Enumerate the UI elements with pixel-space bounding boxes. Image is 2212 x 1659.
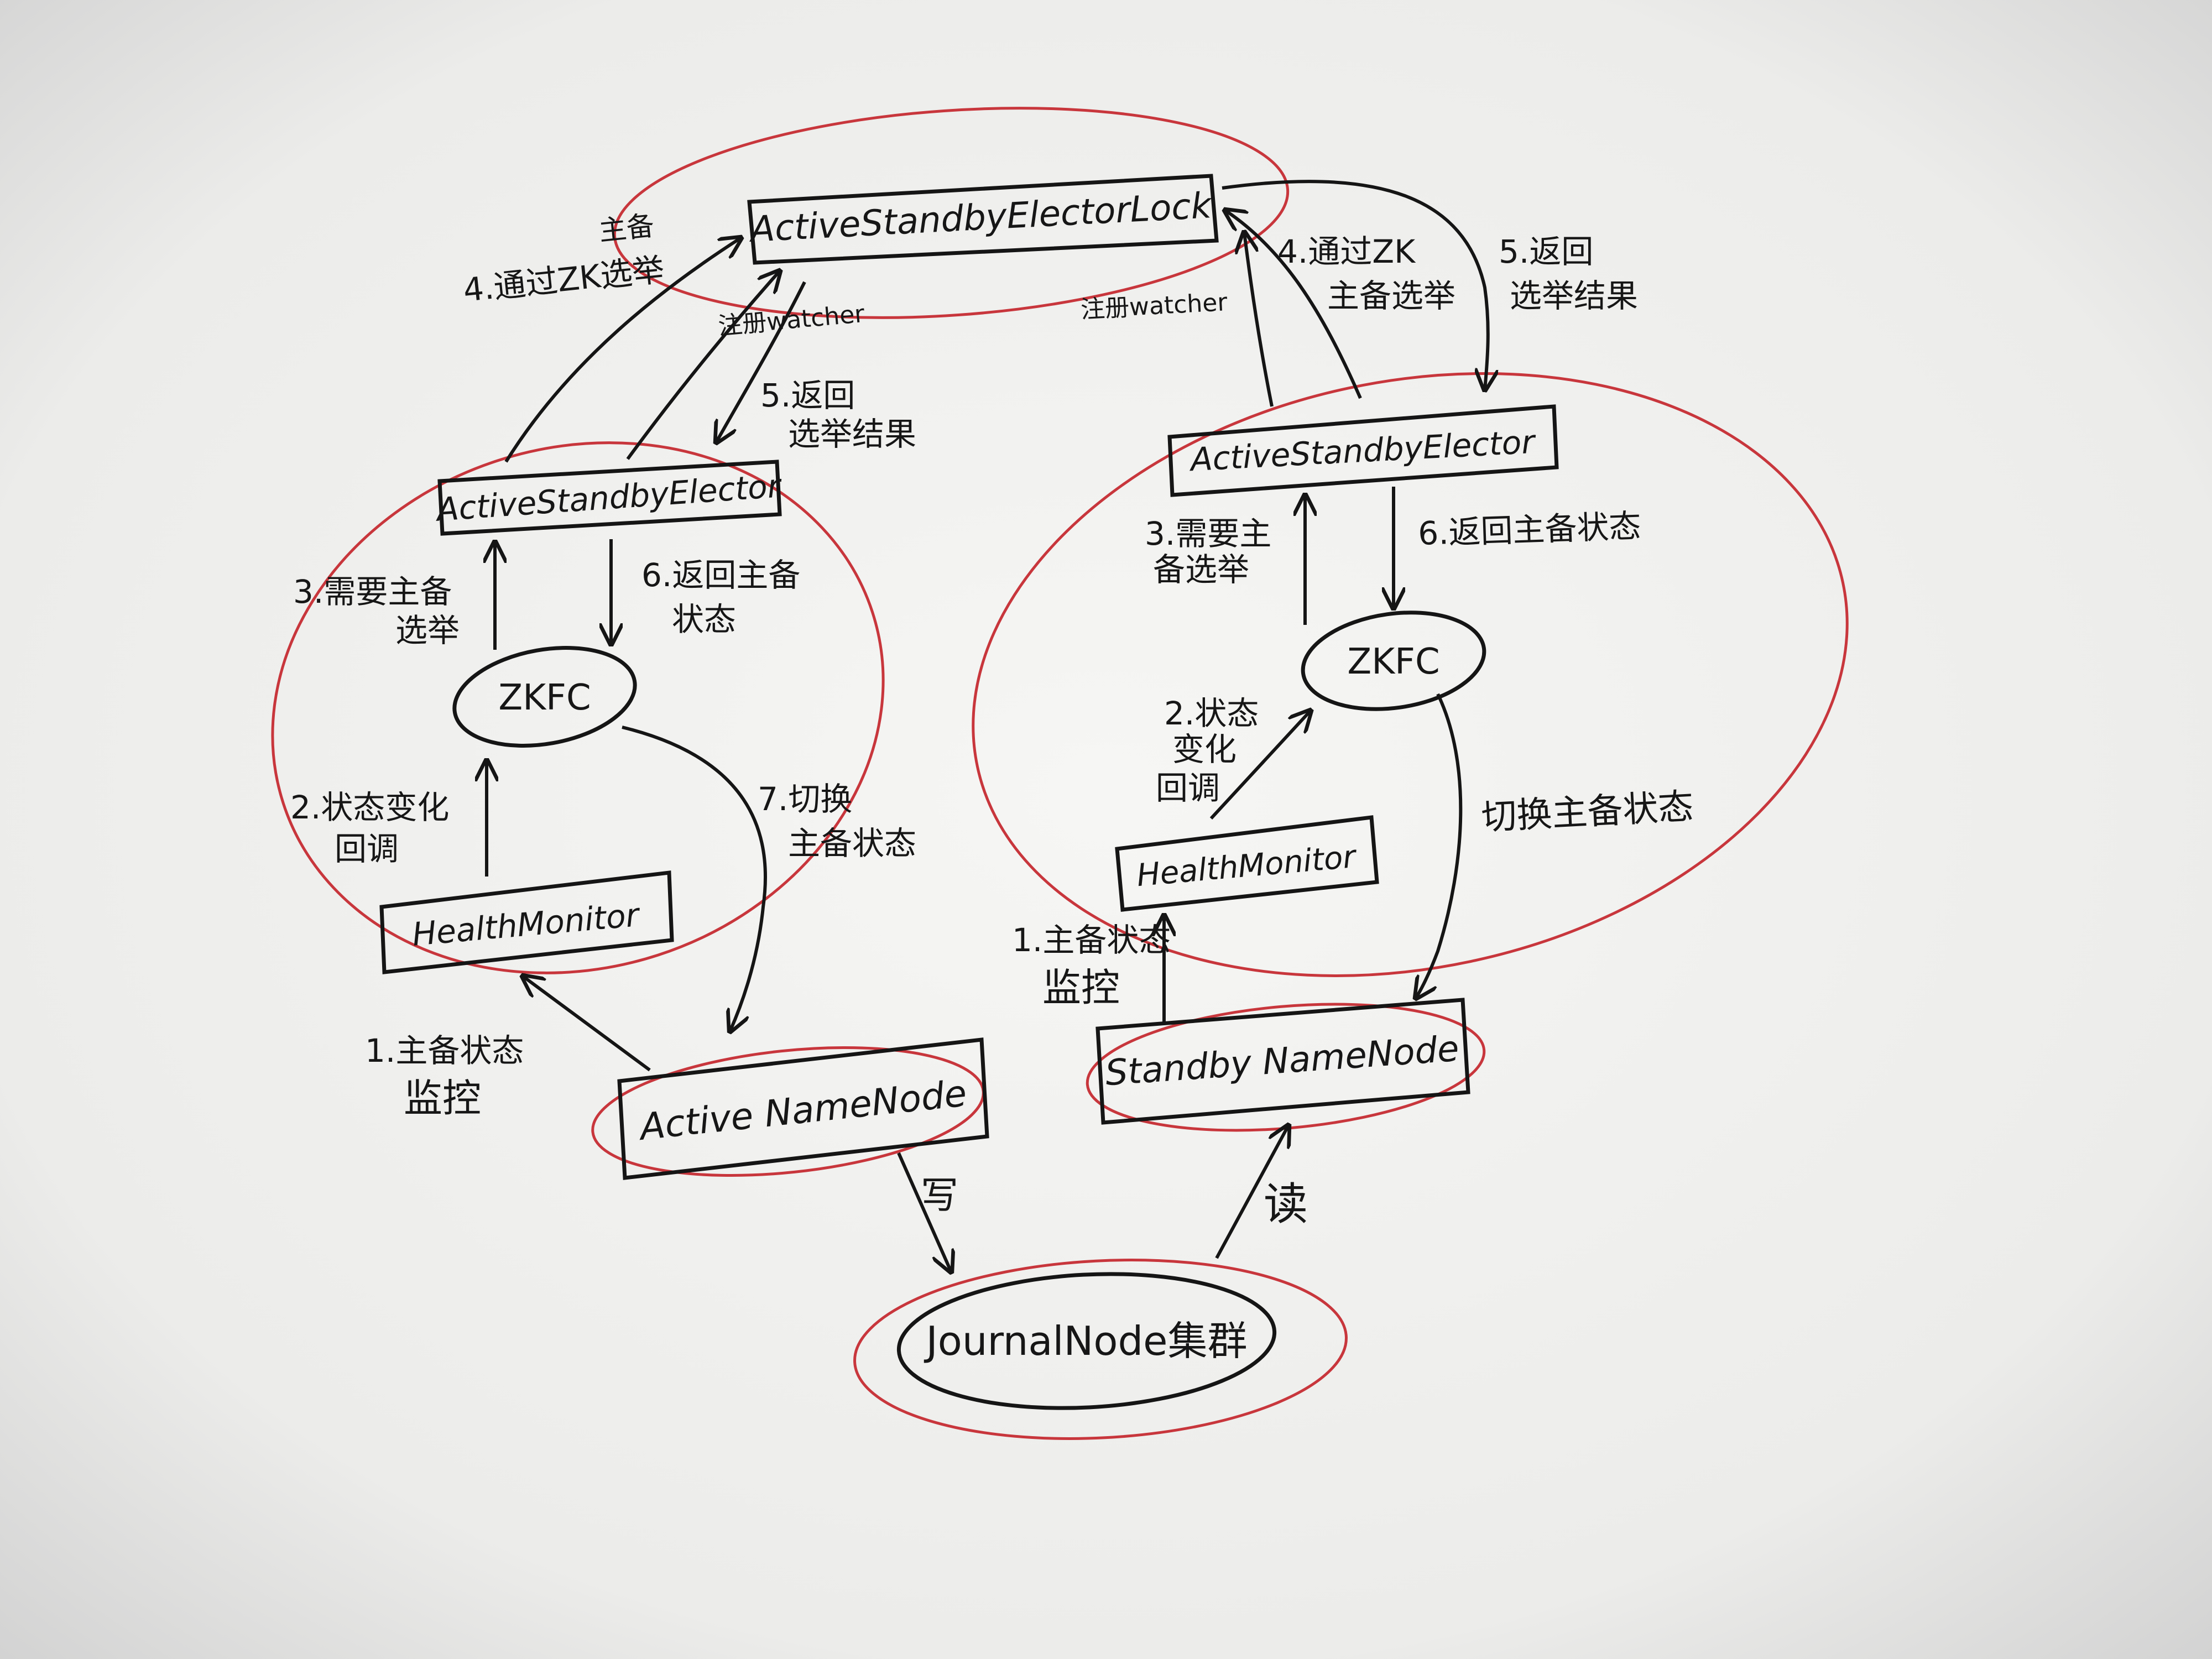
arrow-right-zkfc-to-standby-nn [1416,693,1463,998]
label-left-need-elect-2: 选举 [395,612,460,649]
red-outline-lock [613,107,1290,319]
arrow-right-health-to-zkfc [1209,711,1311,820]
red-outline-journalnode [853,1259,1348,1440]
label-left-return-result-2: 选举结果 [788,415,916,453]
arrow-right-elector-to-lock-elect [1225,210,1362,399]
label-left-monitor-1: 1.主备状态 [365,1032,524,1070]
zkfc-left-node: ZKFC [452,646,637,748]
zkfc-right-label: ZKFC [1347,641,1439,682]
label-left-elect-zk-top: 主备 [597,210,656,247]
arrow-journal-to-standby-nn-read [1215,1125,1288,1259]
label-read: 读 [1264,1178,1308,1230]
label-right-state-change-1: 2.状态 [1164,695,1259,732]
arrow-left-elector-to-lock-elect [504,238,741,463]
label-right-return-state: 6.返回主备状态 [1417,507,1641,552]
zkfc-right-node: ZKFC [1301,611,1486,711]
label-left-return-result-1: 5.返回 [760,377,855,414]
label-right-need-elect-2: 备选举 [1153,551,1249,588]
label-right-need-elect-1: 3.需要主 [1145,515,1271,552]
label-right-elect-zk-1: 4.通过ZK [1277,233,1416,270]
journalnode-label: JournalNode集群 [924,1318,1248,1364]
label-write: 写 [921,1174,958,1218]
arrow-left-zkfc-to-active-nn [622,726,768,1031]
arrow-active-nn-to-journal-write [897,1152,951,1272]
label-right-return-result-1: 5.返回 [1499,233,1593,270]
label-left-monitor-2: 监控 [404,1076,481,1121]
label-left-need-elect-1: 3.需要主备 [293,573,452,611]
arrow-left-elector-to-lock-watcher [626,271,780,460]
arrow-right-elector-to-lock-watcher [1244,232,1274,407]
arrow-active-nn-to-left-health [523,976,651,1072]
label-right-state-change-2: 变化 [1172,731,1237,768]
label-left-state-change-2: 回调 [335,830,399,868]
label-right-monitor-1: 1.主备状态 [1012,921,1171,959]
arrow-lock-to-right-elector-result [1222,180,1488,390]
label-left-switch-1: 7.切换 [758,780,852,818]
red-outline-left-group [271,441,885,974]
zkfc-left-label: ZKFC [498,677,591,718]
label-left-return-state-2: 状态 [672,601,736,638]
label-left-switch-2: 主备状态 [788,825,916,862]
label-right-state-change-3: 回调 [1156,769,1220,807]
label-left-return-state-1: 6.返回主备 [641,556,800,594]
arrow-lock-to-left-elector-result [716,281,806,442]
label-right-return-result-2: 选举结果 [1510,277,1638,315]
label-right-monitor-2: 监控 [1042,965,1120,1010]
journalnode-node: JournalNode集群 [896,1272,1277,1410]
label-right-elect-zk-2: 主备选举 [1327,277,1455,315]
label-left-state-change-1: 2.状态变化 [290,789,449,826]
red-outline-right-group [972,372,1849,977]
